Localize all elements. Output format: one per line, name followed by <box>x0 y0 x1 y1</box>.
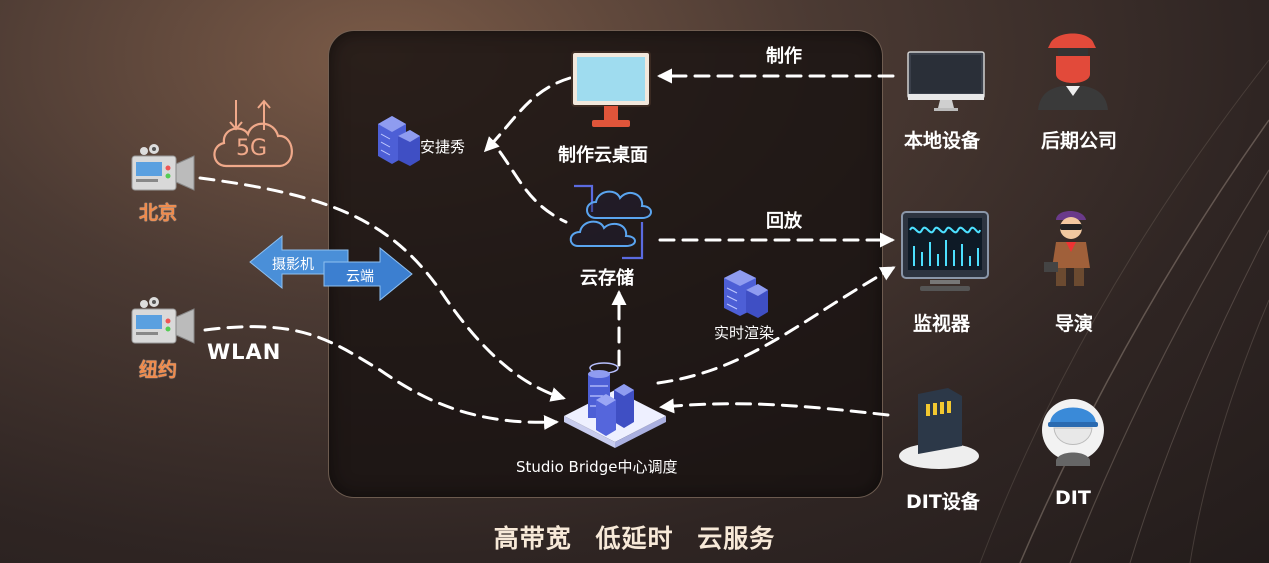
camera-cloud-double-arrow-icon <box>249 234 413 302</box>
cloud-storage-icon <box>569 184 652 260</box>
camera-arrow-label: 摄影机 <box>272 257 314 273</box>
dit-device-label: DIT设备 <box>906 491 980 513</box>
monitor-waveform-icon <box>901 211 989 291</box>
local-device-imac-icon <box>907 51 985 111</box>
director-person-icon <box>1044 211 1090 286</box>
newyork-label: 纽约 <box>139 359 178 381</box>
tagline: 高带宽 低延时 云服务 <box>493 524 776 553</box>
post-company-person-icon <box>1038 33 1108 110</box>
monitor-label: 监视器 <box>913 313 971 335</box>
beijing-label: 北京 <box>139 202 178 224</box>
5g-cloud-icon <box>213 99 293 168</box>
playback-edge-label: 回放 <box>766 211 802 232</box>
dit-label: DIT <box>1055 487 1091 509</box>
camera-beijing-icon <box>131 144 195 191</box>
anjiexiu-label: 安捷秀 <box>420 138 466 156</box>
cloud-storage-label: 云存储 <box>580 268 634 289</box>
dit-worker-helmet-icon <box>1042 399 1104 466</box>
director-label: 导演 <box>1055 313 1094 335</box>
cloud-desktop-monitor-icon <box>571 51 651 127</box>
dit-device-card-icon <box>899 388 979 469</box>
5g-label: 5G <box>236 136 268 161</box>
local-device-label: 本地设备 <box>904 130 981 152</box>
camera-newyork-icon <box>131 297 195 344</box>
anjiexiu-server-icon <box>378 116 420 166</box>
cloud-desktop-label: 制作云桌面 <box>558 145 648 166</box>
realtime-render-server-icon <box>724 270 768 318</box>
wlan-label: WLAN <box>207 340 282 364</box>
production-edge-label: 制作 <box>766 46 802 67</box>
realtime-render-label: 实时渲染 <box>714 324 775 342</box>
cloud-arrow-label: 云端 <box>346 269 374 285</box>
studio-bridge-hub-icon <box>564 362 666 448</box>
post-company-label: 后期公司 <box>1041 130 1118 152</box>
studio-bridge-label: Studio Bridge中心调度 <box>516 458 678 476</box>
